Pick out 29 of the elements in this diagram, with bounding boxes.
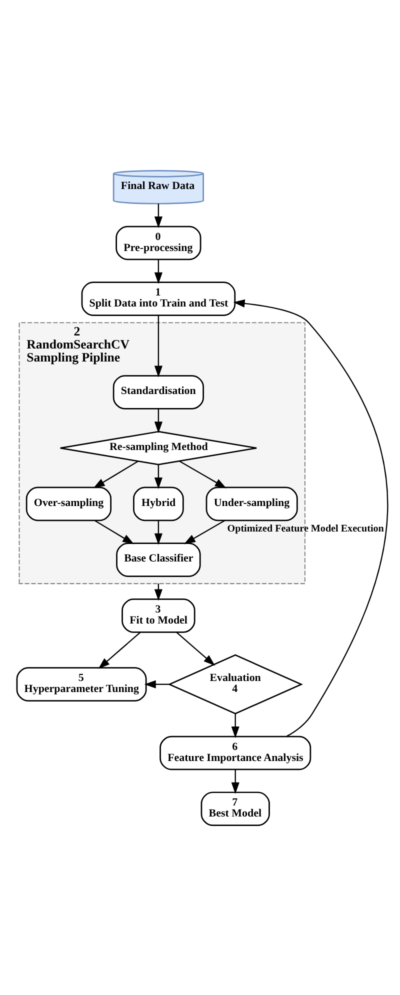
node-box: Standardisation <box>112 374 204 409</box>
arrow <box>154 315 162 377</box>
arrow <box>233 298 388 736</box>
arrow <box>93 460 138 488</box>
arrow <box>94 519 134 544</box>
arrow <box>154 520 162 544</box>
arrow <box>231 713 240 738</box>
arrow <box>154 259 162 284</box>
arrow <box>154 464 162 489</box>
arrow <box>154 408 162 433</box>
arrow <box>176 631 216 666</box>
node-box: 3 Fit to Model <box>122 598 196 632</box>
arrow <box>179 460 226 488</box>
edge-label: Optimized Feature Model Execution <box>227 522 384 534</box>
arrow <box>144 680 170 688</box>
node-box: 0 Pre-processing <box>116 225 202 260</box>
node-box: Over-sampling <box>26 486 112 521</box>
arrow <box>231 769 240 794</box>
node-box: Base Classifier <box>116 542 201 576</box>
node-box: 6 Feature Importance Analysis <box>160 735 312 770</box>
arrow <box>184 519 226 544</box>
arrow <box>154 203 162 228</box>
arrow <box>98 631 141 668</box>
node-box: Under-sampling <box>206 486 298 521</box>
node-box: 5 Hyperparameter Tuning <box>16 666 147 701</box>
node-box: Hybrid <box>133 486 184 521</box>
node-box: 7 Best Model <box>200 791 270 826</box>
node-box: 1 Split Data into Train and Test <box>81 281 236 316</box>
node-diamond: Re-sampling Method <box>60 430 258 465</box>
